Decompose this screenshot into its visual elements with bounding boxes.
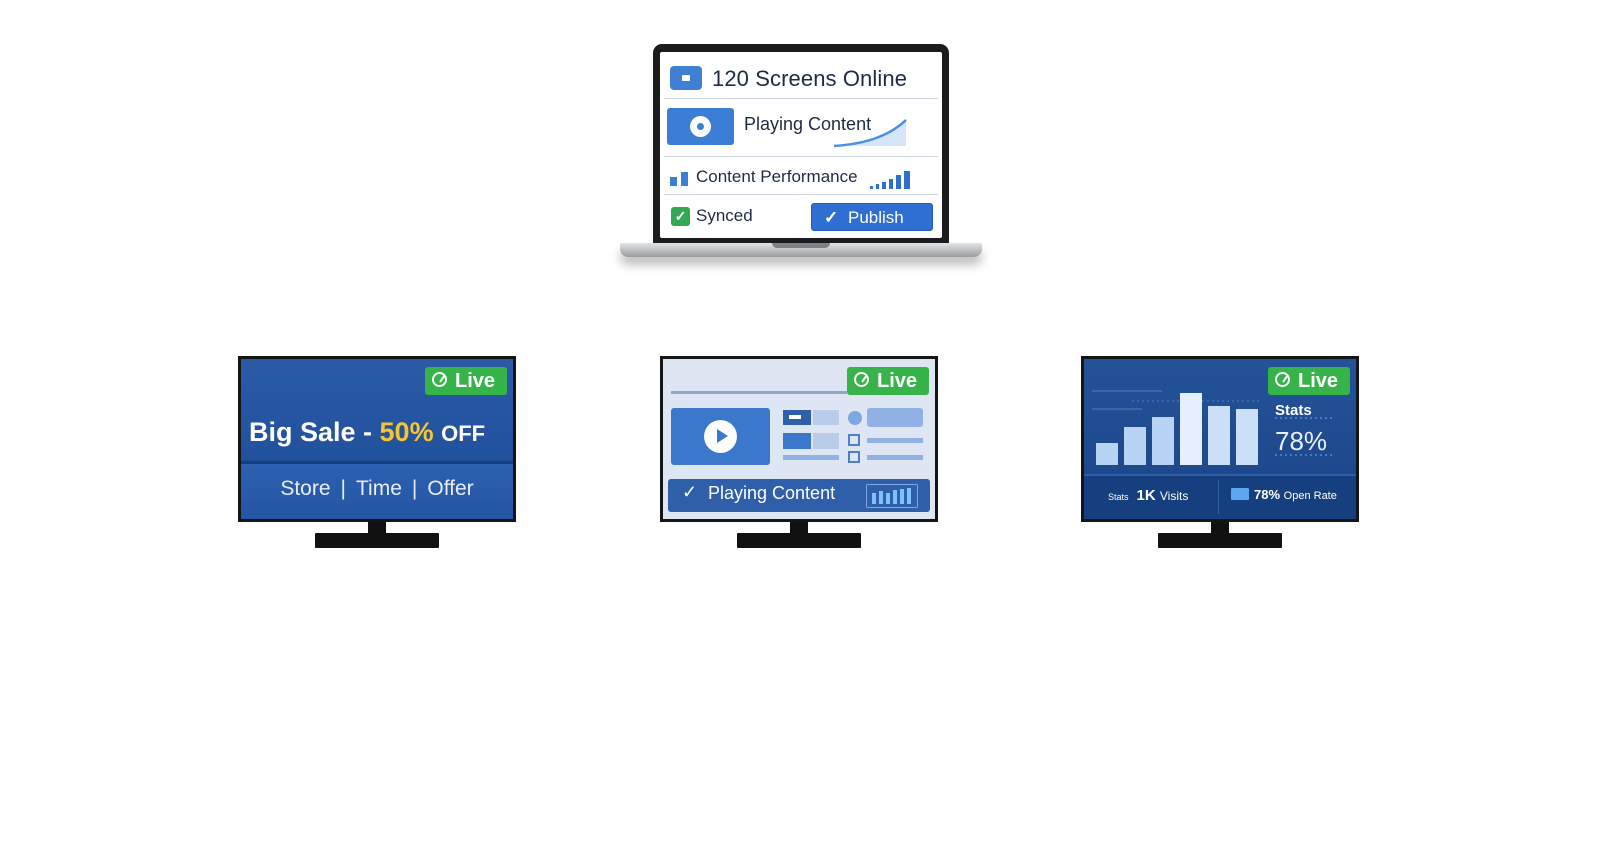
open-rate-stat: 78% Open Rate (1254, 487, 1337, 502)
screens-online-title: 120 Screens Online (712, 66, 908, 91)
tv-stand-foot (737, 533, 861, 548)
tv-stand-neck (1211, 522, 1229, 534)
stats-label: Stats (1275, 402, 1312, 419)
synced-label: Synced (696, 206, 753, 225)
stats-value: 78% (1275, 426, 1328, 456)
clock-icon (1275, 372, 1290, 387)
play-icon (704, 420, 737, 453)
sale-headline: Big Sale - 50% OFF (249, 417, 486, 447)
live-badge: Live (425, 367, 507, 395)
synced-check-icon: ✓ (671, 207, 690, 226)
link-offer[interactable]: Offer (427, 477, 474, 500)
publish-button[interactable]: ✓ Publish (811, 203, 933, 231)
tv-stand-foot (1158, 533, 1282, 548)
screen-icon (670, 66, 702, 90)
content-list-icon (783, 408, 923, 463)
play-button[interactable] (667, 108, 734, 145)
play-icon (690, 116, 711, 137)
tv-stand-foot (315, 533, 439, 548)
video-player[interactable] (671, 408, 770, 465)
divider (664, 98, 938, 99)
clock-icon (854, 372, 869, 387)
equalizer-icon (866, 484, 918, 508)
tv-display-content: Live ✓ Playing Content (660, 356, 938, 522)
check-icon: ✓ (682, 482, 698, 502)
mail-icon (1231, 488, 1249, 500)
content-performance-label: Content Performance (696, 167, 858, 186)
divider (664, 156, 938, 157)
live-badge: Live (1268, 367, 1350, 395)
link-time[interactable]: Time (356, 477, 402, 500)
signal-bars-icon (870, 171, 910, 189)
tv-display-sale: Live Big Sale - 50% OFF Store|Time|Offer (238, 356, 516, 522)
sale-links: Store|Time|Offer (280, 477, 474, 500)
laptop-base (620, 243, 982, 257)
playing-status-bar: ✓ Playing Content (668, 479, 930, 512)
bar-chart-icon (670, 172, 688, 186)
tv-screen: Live Big Sale - 50% OFF Store|Time|Offer (241, 359, 513, 519)
link-store[interactable]: Store (280, 477, 331, 500)
publish-label: Publish (848, 208, 904, 227)
check-icon: ✓ (824, 208, 839, 227)
playing-content-label: Playing Content (708, 483, 836, 503)
stats-dividers (1275, 417, 1335, 456)
sale-nav-bar (241, 461, 513, 519)
tv-screen: Live ✓ Playing Content (663, 359, 935, 519)
trend-icon (833, 119, 907, 148)
laptop-screen: 120 Screens Online Playing Content Conte… (660, 52, 942, 238)
live-badge: Live (847, 367, 929, 395)
laptop-notch (772, 243, 830, 248)
tv-stand-neck (368, 522, 386, 534)
clock-icon (432, 372, 447, 387)
bar-chart (1092, 390, 1262, 465)
tv-stand-neck (790, 522, 808, 534)
playing-content-label: Playing Content (744, 114, 872, 134)
divider (664, 194, 938, 195)
